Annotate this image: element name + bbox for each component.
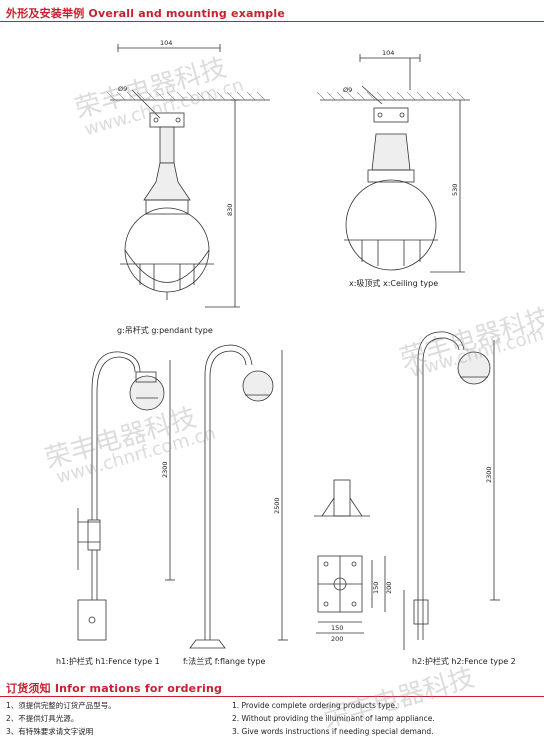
- ceiling-drawing: [316, 54, 470, 273]
- ordering-note-en-3: 3. Give words instructions if needing sp…: [232, 727, 434, 736]
- dim-x-hole: Ø9: [343, 86, 352, 94]
- ordering-note-en-1: 1. Provide complete ordering products ty…: [232, 701, 398, 710]
- dim-h1-height: 2300: [161, 461, 169, 478]
- dim-g-height: 830: [226, 204, 234, 216]
- dim-flange-200-horizontal: 200: [331, 635, 343, 643]
- ordering-note-cn-1: 1、须提供完整的订货产品型号。: [6, 701, 116, 710]
- caption-flange: f:法兰式 f:flange type: [183, 657, 266, 666]
- dim-flange-150-horizontal: 150: [331, 624, 343, 632]
- pendant-drawing: [106, 44, 270, 308]
- mounting-section-title: 外形及安装举例 Overall and mounting example: [6, 7, 285, 20]
- fence2-drawing: [403, 331, 500, 650]
- dim-h2-height: 2300: [485, 466, 493, 483]
- ordering-note-cn-3: 3、有特殊要求请文字说明: [6, 727, 94, 736]
- ordering-section-header: 订货须知 Infor mations for ordering: [0, 679, 544, 697]
- dim-flange-150-vertical: 150: [372, 582, 380, 594]
- flange-drawing: [189, 344, 288, 649]
- flange-detail-drawing: [314, 479, 386, 634]
- caption-fence1: h1:护栏式 h1:Fence type 1: [56, 657, 160, 666]
- caption-fence2: h2:护栏式 h2:Fence type 2: [412, 657, 516, 666]
- ordering-note-cn-2: 2、不提供灯具光源。: [6, 714, 79, 723]
- caption-ceiling: x:吸顶式 x:Ceiling type: [349, 279, 439, 288]
- ordering-note-en-2: 2. Without providing the illuminant of l…: [232, 714, 435, 723]
- fence1-drawing: [77, 351, 175, 641]
- dim-flange-200-vertical: 200: [385, 582, 393, 594]
- dim-x-height: 530: [451, 184, 459, 196]
- header-divider: [0, 696, 544, 697]
- ordering-section-title: 订货须知 Infor mations for ordering: [6, 682, 223, 695]
- header-divider: [0, 21, 544, 22]
- dim-g-hole: Ø9: [118, 85, 127, 93]
- dim-f-height: 2500: [273, 497, 281, 514]
- dim-x-width: 104: [382, 49, 394, 57]
- caption-pendant: g:吊杆式 g:pendant type: [117, 326, 213, 335]
- dim-g-width: 104: [160, 39, 172, 47]
- mounting-section-header: 外形及安装举例 Overall and mounting example: [0, 4, 544, 22]
